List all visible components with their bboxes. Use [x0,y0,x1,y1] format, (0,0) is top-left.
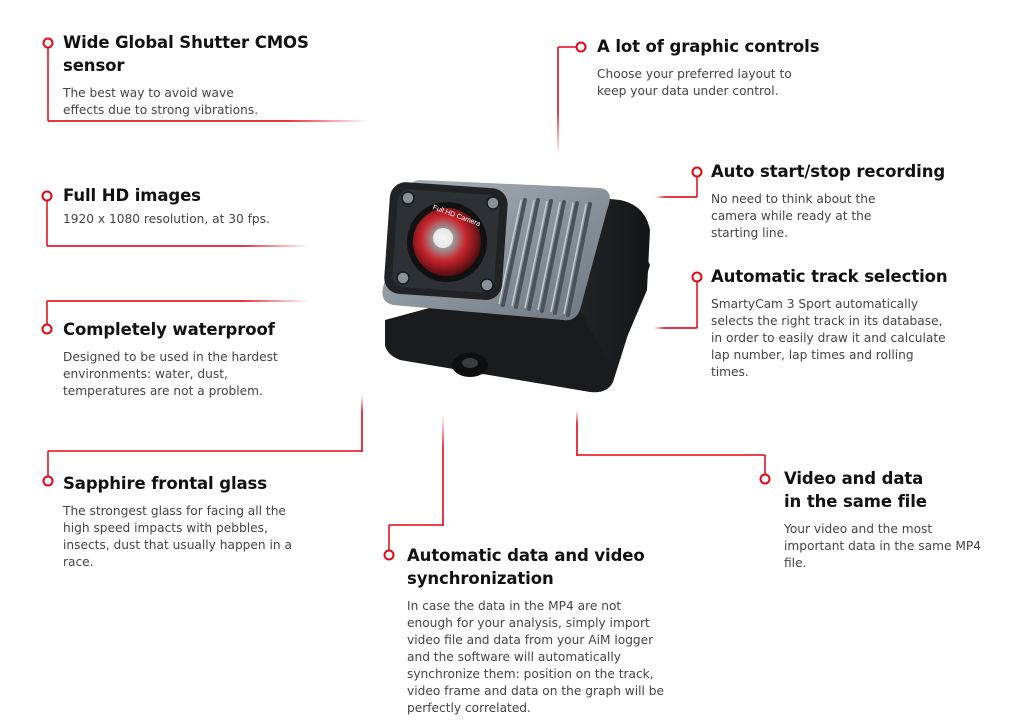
feature-title: Auto start/stop recording [711,162,946,181]
connector-graphic-v [557,47,559,155]
screw-icons [396,191,500,292]
feature-title: Sapphire frontal glass [63,474,267,493]
feature-waterproof: Completely waterproof Designed to be use… [63,318,323,400]
feature-auto-start: Auto start/stop recording No need to thi… [711,160,961,242]
camera-fins [501,198,592,317]
feature-desc: No need to think about the camera while … [711,192,876,240]
camera-image: Full HD Camera [382,180,650,393]
marker-dot-waterproof [41,323,53,335]
feature-title: Video and data in the same file [784,469,927,511]
marker-dot-sensor [42,37,54,49]
feature-graphic-controls: A lot of graphic controls Choose your pr… [597,35,837,100]
feature-desc: SmartyCam 3 Sport automatically selects … [711,297,946,379]
feature-desc: In case the data in the MP4 are not enou… [407,599,665,715]
marker-dot-fullhd [41,190,53,202]
marker-dot-graphic [575,41,587,53]
feature-sync: Automatic data and video synchronization… [407,544,677,717]
connector-track-h [654,327,697,329]
feature-title: Completely waterproof [63,320,275,339]
connector-sapphire-up [361,395,363,452]
feature-title: Automatic track selection [711,267,948,286]
feature-track-selection: Automatic track selection SmartyCam 3 Sp… [711,265,971,381]
lens-highlight [433,228,453,248]
feature-title: Automatic data and video synchronization [407,546,645,588]
feature-title: Wide Global Shutter CMOS sensor [63,33,309,75]
feature-desc: Your video and the most important data i… [784,522,981,570]
marker-dot-autostart [691,166,703,178]
feature-sensor: Wide Global Shutter CMOS sensor The best… [63,31,363,119]
feature-full-hd: Full HD images 1920 x 1080 resolution, a… [63,184,323,228]
marker-dot-sapphire [42,475,54,487]
connector-sync-up [442,415,444,526]
feature-title: Full HD images [63,186,201,205]
marker-dot-videodata [759,473,771,485]
feature-desc: Designed to be used in the hardest envir… [63,350,278,398]
feature-desc: Choose your preferred layout to keep you… [597,67,792,98]
marker-dot-track [691,271,703,283]
feature-title: A lot of graphic controls [597,37,820,56]
camera-fin-highlights [498,199,587,315]
connector-videodata-up [576,410,578,456]
feature-desc: The strongest glass for facing all the h… [63,504,292,569]
connector-autostart-h [655,196,697,198]
connector-sensor-h [48,120,370,122]
connector-fullhd-h [47,245,309,247]
marker-dot-sync [383,549,395,561]
feature-desc: The best way to avoid wave effects due t… [63,86,259,117]
feature-video-data: Video and data in the same file Your vid… [784,467,994,572]
tripod-mount-hole [462,358,478,368]
feature-desc: 1920 x 1080 resolution, at 30 fps. [63,212,270,226]
connector-waterproof-h [47,300,309,302]
feature-sapphire: Sapphire frontal glass The strongest gla… [63,472,323,571]
